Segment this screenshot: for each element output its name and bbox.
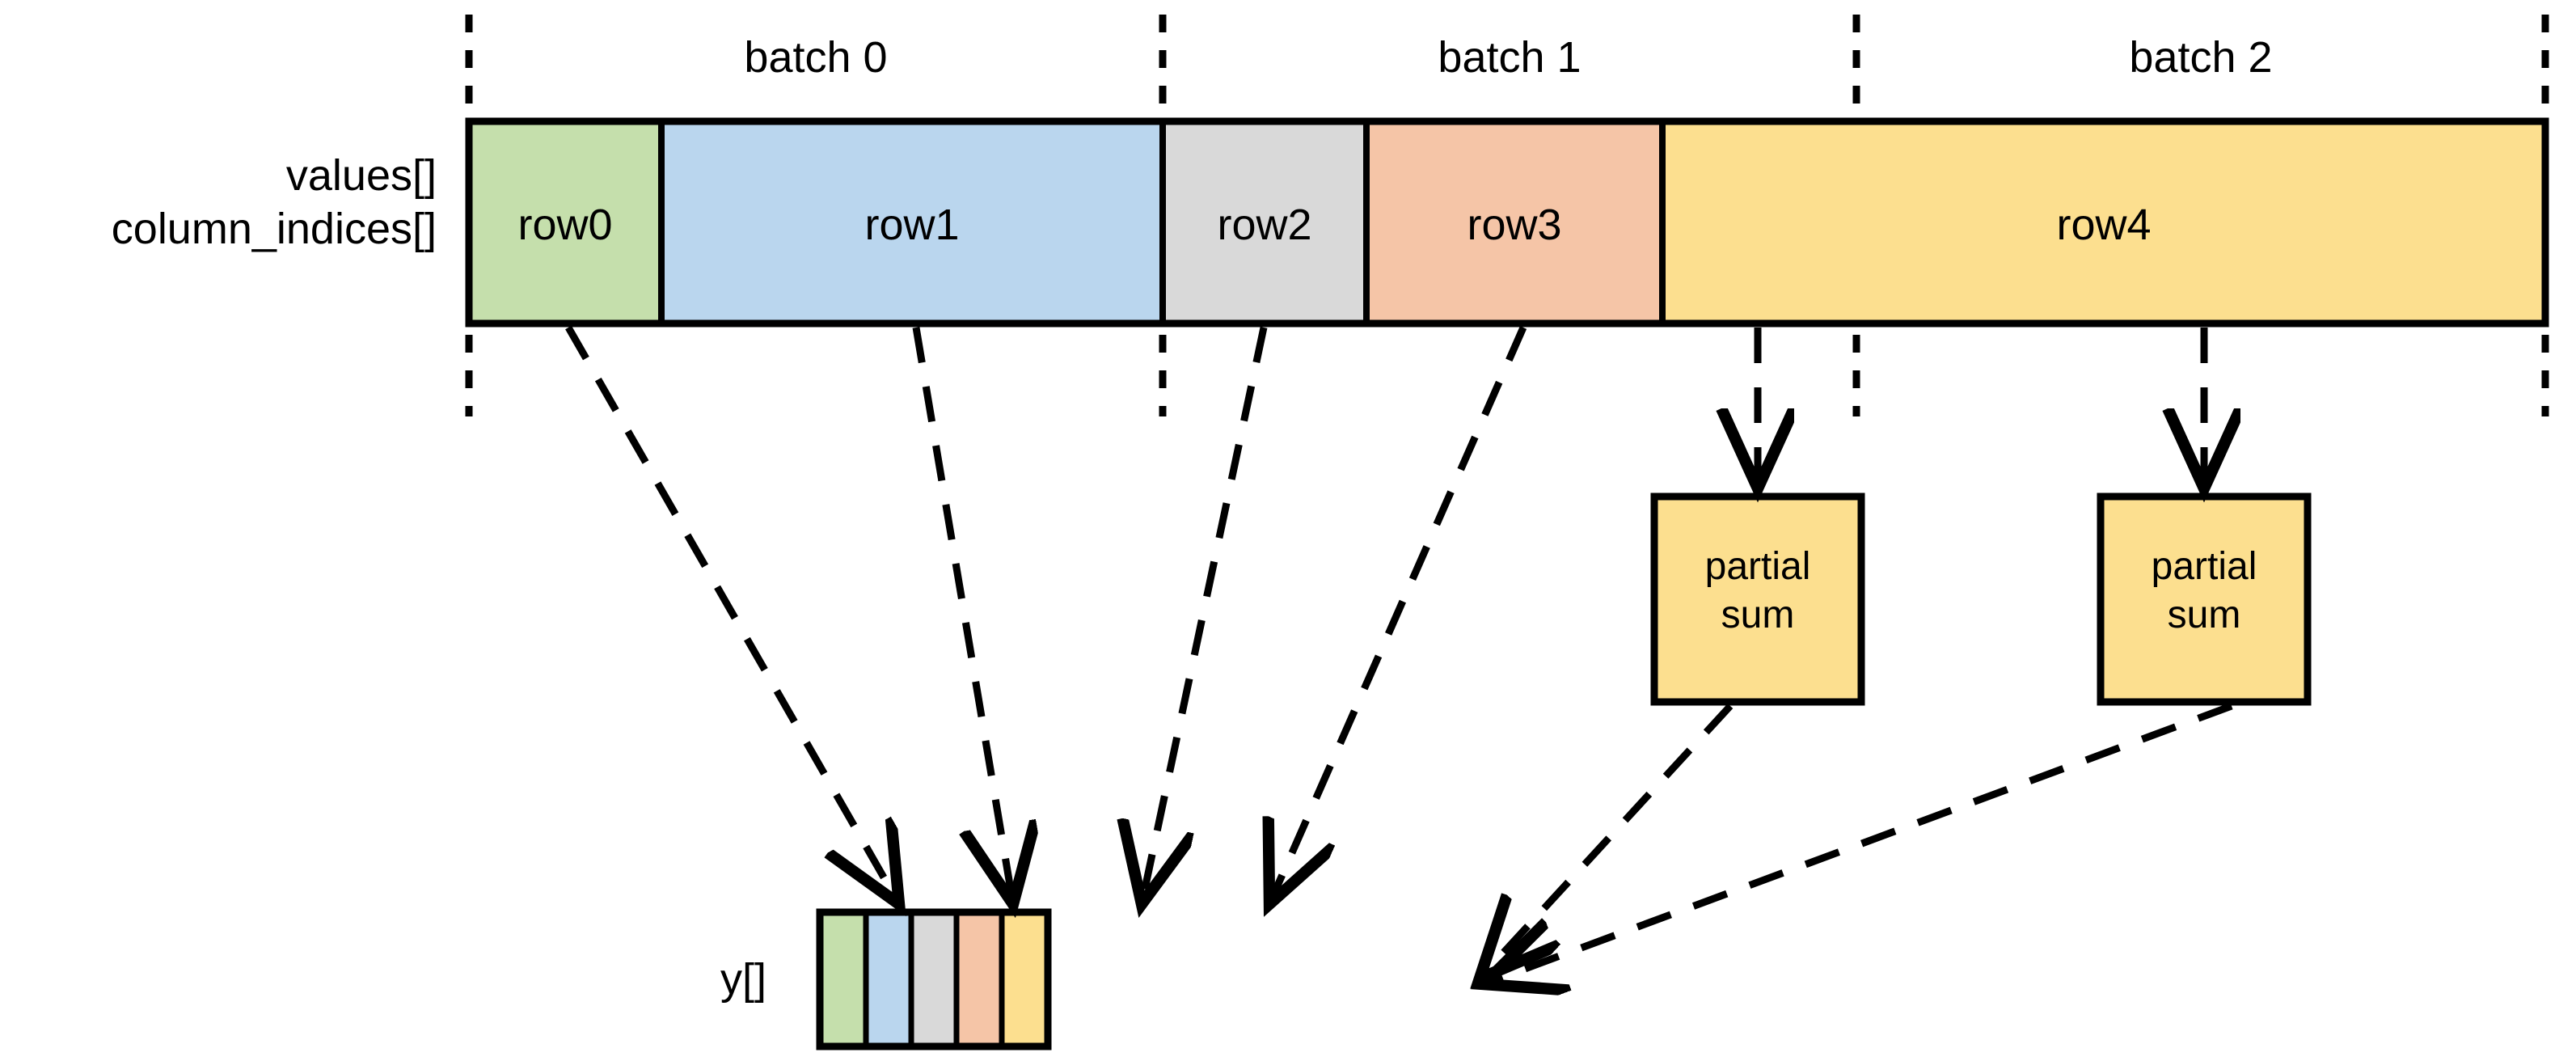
arrow-row0-to-y0: [565, 325, 899, 904]
output-cell-4: [999, 909, 1051, 1050]
values-array-label: values[]: [285, 151, 437, 200]
value-cell-label-row2: row2: [1217, 201, 1312, 249]
arrow-row2-to-y2: [1142, 327, 1268, 904]
arrow-partial-sum-1-to-y4: [1484, 702, 2233, 984]
value-cell-label-row4: row4: [2056, 201, 2152, 249]
values-bar-outline: [465, 117, 2549, 328]
output-cell-0: [817, 909, 869, 1050]
batch-label-0: batch 0: [744, 33, 888, 82]
batch-divider-lines: [465, 15, 2549, 416]
row-to-partialsum-arrows: [1758, 328, 2204, 488]
output-bar-outline: [816, 908, 1052, 1050]
value-cell-label-row3: row3: [1467, 201, 1562, 249]
values-bar: [465, 117, 2549, 328]
partial-sum-boxes: [1650, 492, 2312, 706]
output-cell-3: [953, 909, 1005, 1050]
output-cell-2: [908, 909, 960, 1050]
partial-sum-label-0-line1: partial: [1704, 545, 1811, 588]
partial-sum-label-0-line2: sum: [1721, 594, 1795, 636]
arrow-row1-to-y1: [912, 327, 1013, 904]
batch-label-1: batch 1: [1438, 33, 1581, 82]
partialsum-to-output-arrows: [1480, 702, 2233, 984]
output-cell-1: [863, 909, 914, 1050]
partial-sum-label-1-line1: partial: [2151, 545, 2257, 588]
arrow-row3-to-y3: [1269, 326, 1527, 904]
value-cell-label-row1: row1: [864, 201, 960, 249]
value-cell-label-row0: row0: [517, 201, 613, 249]
partial-sum-box-0: [1650, 492, 1865, 706]
output-array-label: y[]: [720, 955, 766, 1004]
partial-sum-label-1-line2: sum: [2167, 594, 2241, 636]
value-cell-row1: [658, 118, 1166, 327]
batch-label-2: batch 2: [2129, 33, 2273, 82]
row-to-output-arrows: [565, 325, 1527, 904]
column-indices-array-label: column_indices[]: [111, 205, 437, 253]
output-bar: [816, 908, 1052, 1050]
partial-sum-box-1: [2097, 492, 2312, 706]
